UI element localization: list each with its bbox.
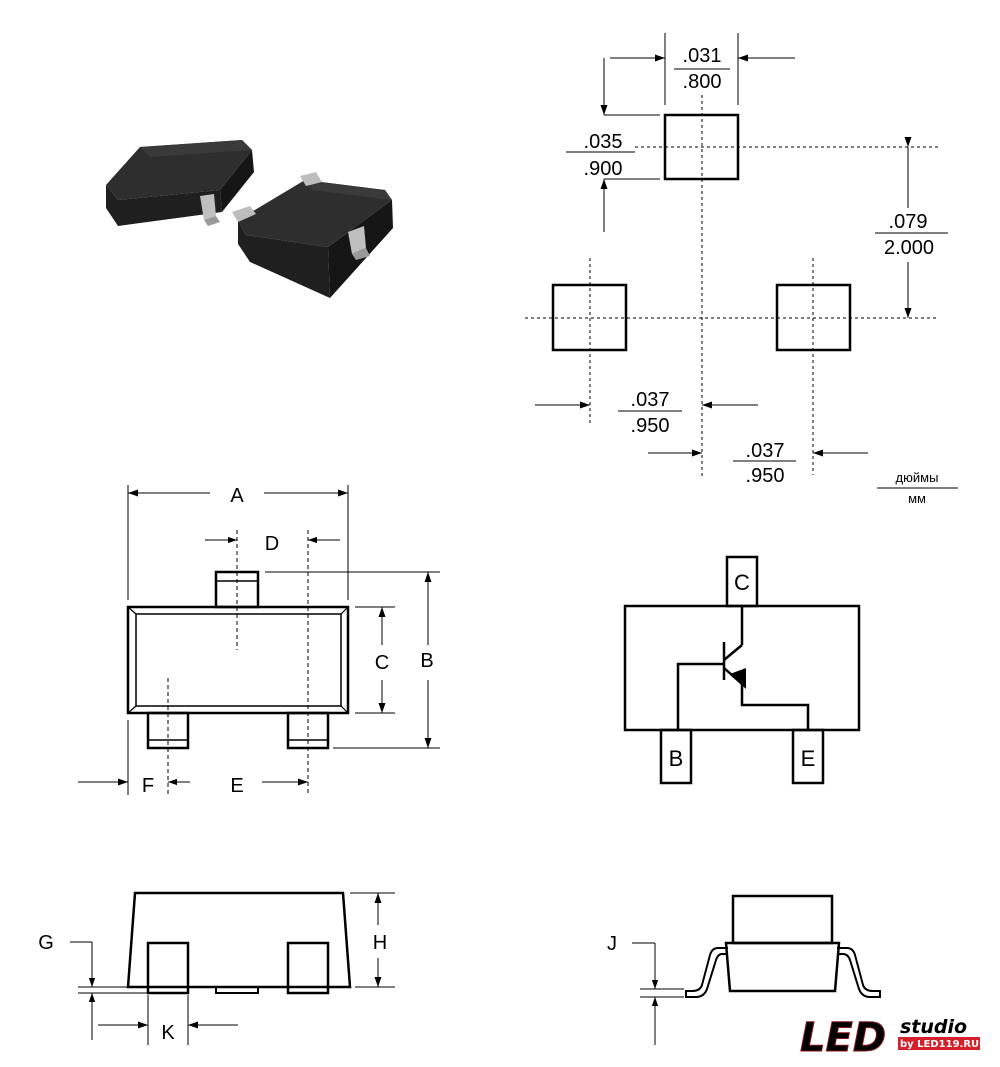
side-view-lead-center — [215, 986, 259, 994]
logo-by-text: by LED119.RU — [900, 1039, 979, 1050]
pitch-right-mm: .950 — [746, 465, 785, 487]
side-view-lead-left — [146, 941, 190, 995]
dim-pitch-left — [535, 401, 758, 412]
pin-label-emitter: E — [801, 746, 816, 771]
chip-photo-left — [106, 140, 254, 226]
footprint-centerlines — [525, 95, 938, 478]
pin-label-collector: C — [734, 570, 750, 595]
pinout-labels: C B E — [669, 570, 816, 771]
end-view-body-upper — [731, 894, 834, 945]
dim-pad-height — [566, 58, 660, 232]
dim-row-pitch — [875, 137, 948, 318]
logo-led-text: LED — [800, 1015, 886, 1061]
label-K: K — [161, 1022, 175, 1044]
side-view-labels: H G K — [38, 932, 387, 1044]
chip-photo-right — [232, 172, 393, 298]
top-view-body-outer — [126, 605, 350, 715]
dim-pitch-right — [648, 449, 868, 462]
dim-pad-width — [610, 33, 795, 105]
label-E: E — [230, 775, 243, 797]
label-A: A — [230, 485, 244, 507]
footprint-drawing — [525, 33, 958, 489]
side-view-lead-right — [286, 941, 330, 995]
pitch-right-inch: .037 — [746, 440, 785, 462]
top-view-body-inner — [135, 613, 342, 707]
end-view-labels: J — [607, 933, 617, 955]
end-view-drawing — [632, 894, 881, 1045]
pin-base-box — [659, 728, 693, 785]
end-view-lead-right — [837, 947, 881, 998]
top-view-labels: A D B C F E — [142, 485, 434, 797]
units-mm-label: мм — [908, 491, 926, 506]
label-J: J — [607, 933, 617, 955]
pin-label-base: B — [669, 746, 684, 771]
pad-height-mm: .900 — [584, 158, 623, 180]
transistor-symbol — [676, 606, 810, 730]
pad-height-inch: .035 — [584, 131, 623, 153]
label-H: H — [373, 932, 387, 954]
label-B: B — [420, 650, 433, 672]
label-D: D — [265, 533, 279, 555]
package-photo — [106, 140, 393, 298]
led-studio-logo: LED studio by LED119.RU — [800, 1015, 980, 1062]
label-C: C — [375, 652, 389, 674]
pad-width-mm: .800 — [683, 71, 722, 93]
row-pitch-mm: 2.000 — [884, 237, 934, 259]
row-pitch-inch: .079 — [889, 211, 928, 233]
logo-by-background — [898, 1037, 980, 1050]
side-view-body — [126, 891, 352, 989]
pad-width-inch: .031 — [683, 45, 722, 67]
pitch-left-mm: .950 — [631, 415, 670, 437]
logo-studio-text: studio — [900, 1016, 967, 1038]
label-G: G — [38, 932, 54, 954]
label-F: F — [142, 775, 154, 797]
pinout-schematic — [623, 555, 861, 785]
top-view-drawing — [78, 485, 440, 795]
end-view-body-lower — [724, 941, 841, 993]
units-inch-label: дюймы — [896, 470, 939, 485]
side-view-drawing — [70, 891, 395, 1045]
pitch-left-inch: .037 — [631, 389, 670, 411]
footprint-texts: .031 .800 .035 .900 .079 2.000 .037 .950… — [584, 45, 939, 506]
emitter-arrow — [730, 668, 746, 689]
end-view-lead-left — [685, 947, 728, 998]
